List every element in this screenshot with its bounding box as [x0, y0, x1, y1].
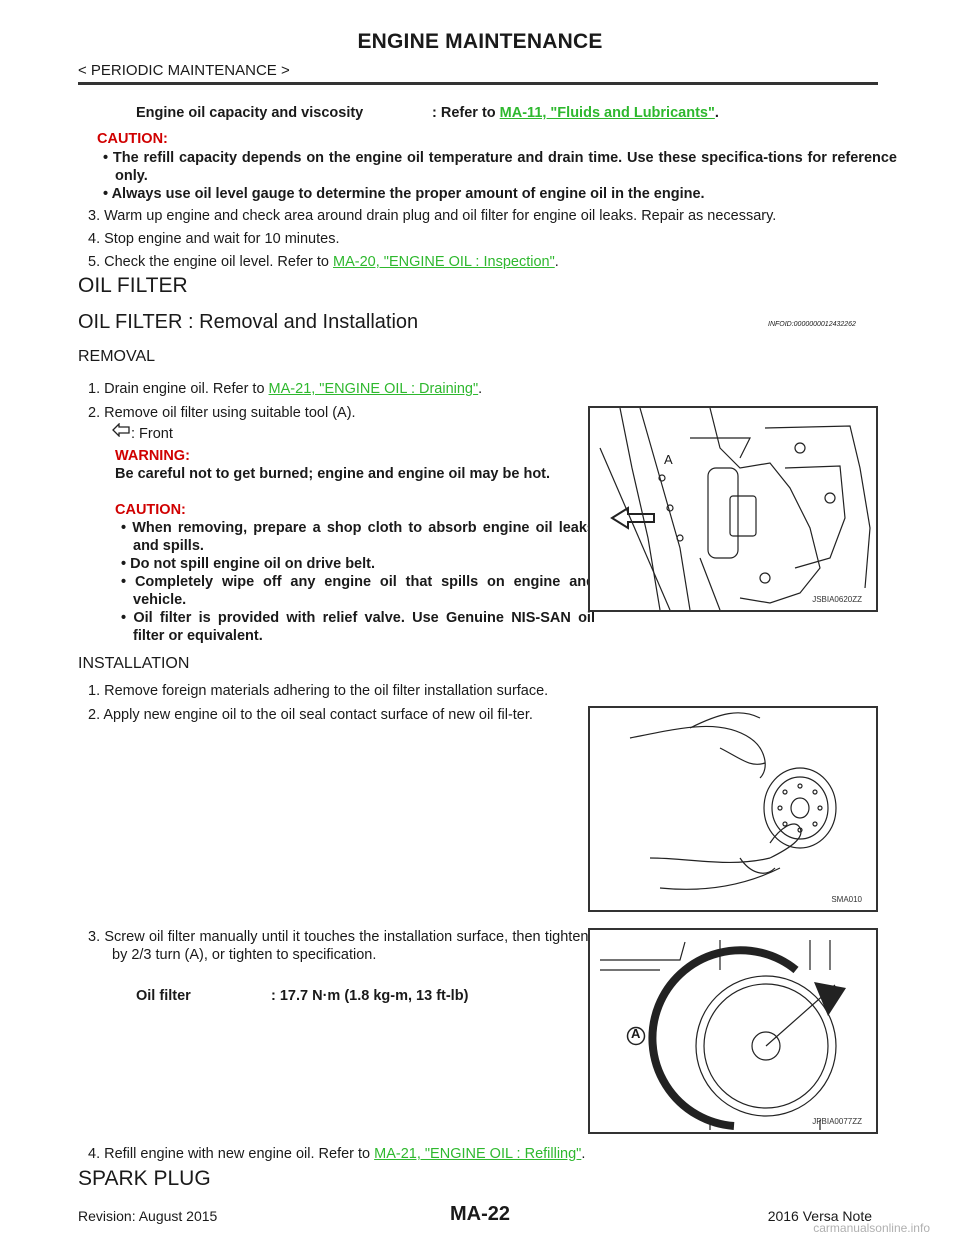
installation-step-4: 4. Refill engine with new engine oil. Re… — [88, 1145, 585, 1163]
installation-heading: INSTALLATION — [78, 655, 190, 672]
info-id: INFOID:0000000012432262 — [768, 321, 856, 328]
figure-oil-seal-application: SMA010 — [588, 706, 878, 912]
caution-title: CAUTION: — [97, 131, 168, 147]
installation-step-1: 1. Remove foreign materials adhering to … — [88, 683, 549, 699]
link-engine-oil-draining[interactable]: MA-21, "ENGINE OIL : Draining" — [268, 381, 479, 397]
front-label: : Front — [131, 426, 173, 442]
removal-caution-item: • Completely wipe off any engine oil tha… — [121, 574, 595, 608]
removal-step-1: 1. Drain engine oil. Refer to MA-21, "EN… — [88, 380, 482, 398]
spec-oil-capacity-label: Engine oil capacity and viscosity — [136, 105, 364, 121]
step-5-text: 5. Check the engine oil level. Refer to — [88, 254, 334, 270]
warning-text: Be careful not to get burned; engine and… — [115, 466, 551, 482]
step-3: 3. Warm up engine and check area around … — [88, 208, 777, 224]
link-fluids-lubricants[interactable]: MA-11, "Fluids and Lubricants" — [499, 105, 715, 121]
figure-label: JSBIA0620ZZ — [812, 595, 862, 604]
installation-step-4-text: 4. Refill engine with new engine oil. Re… — [88, 1146, 375, 1162]
installation-step-3: 3. Screw oil filter manually until it to… — [88, 929, 600, 963]
breadcrumb: < PERIODIC MAINTENANCE > — [78, 62, 290, 79]
footer-model: 2016 Versa Note — [767, 1208, 872, 1224]
removal-step-1-suffix: . — [478, 381, 483, 397]
removal-step-2: 2. Remove oil filter using suitable tool… — [88, 405, 356, 421]
footer-page-number: MA-22 — [449, 1203, 510, 1225]
removal-caution-item: • Oil filter is provided with relief val… — [121, 610, 595, 644]
callout-a-circle-icon — [626, 1026, 646, 1046]
spec-oil-capacity-value: : Refer to MA-11, "Fluids and Lubricants… — [432, 104, 719, 122]
caution-item: • Always use oil level gauge to determin… — [103, 186, 705, 202]
step-5-suffix: . — [554, 254, 559, 270]
caution-item: • The refill capacity depends on the eng… — [103, 150, 897, 184]
step-4: 4. Stop engine and wait for 10 minutes. — [88, 231, 340, 247]
installation-step-4-suffix: . — [581, 1146, 586, 1162]
removal-heading: REMOVAL — [78, 348, 156, 365]
spec-oil-capacity-suffix: . — [714, 105, 719, 121]
removal-caution-title: CAUTION: — [115, 502, 186, 518]
torque-value: : 17.7 N·m (1.8 kg-m, 13 ft-lb) — [271, 988, 469, 1004]
installation-step-2: 2. Apply new engine oil to the oil seal … — [88, 707, 533, 723]
removal-caution-item: • Do not spill engine oil on drive belt. — [121, 556, 376, 572]
hand-oil-filter-illustration — [629, 712, 837, 890]
section-heading-oil-filter: OIL FILTER — [78, 274, 188, 297]
link-engine-oil-inspection[interactable]: MA-20, "ENGINE OIL : Inspection" — [333, 254, 555, 270]
front-arrow-icon — [112, 423, 130, 437]
footer-revision: Revision: August 2015 — [78, 1208, 218, 1224]
spec-oil-capacity-prefix: : Refer to — [432, 105, 500, 121]
figure-callout-a: A — [631, 1026, 641, 1041]
watermark: carmanualsonline.info — [813, 1221, 930, 1235]
engine-oil-filter-illustration — [599, 407, 871, 611]
header-divider — [78, 82, 878, 85]
subsection-heading: OIL FILTER : Removal and Installation — [78, 311, 419, 333]
figure-label: SMA010 — [831, 895, 862, 904]
figure-oil-filter-removal: A JSBIA0620ZZ — [588, 406, 878, 612]
removal-step-1-text: 1. Drain engine oil. Refer to — [88, 381, 269, 397]
section-heading-spark-plug: SPARK PLUG — [78, 1167, 211, 1190]
link-engine-oil-refilling[interactable]: MA-21, "ENGINE OIL : Refilling" — [374, 1146, 582, 1162]
tighten-two-thirds-turn-illustration — [600, 940, 846, 1130]
page-title: ENGINE MAINTENANCE — [357, 30, 603, 53]
warning-title: WARNING: — [115, 448, 190, 464]
torque-label: Oil filter — [136, 988, 191, 1004]
figure-tighten-turn: A JPBIA0077ZZ — [588, 928, 878, 1134]
figure-label: JPBIA0077ZZ — [812, 1117, 862, 1126]
removal-caution-item: • When removing, prepare a shop cloth to… — [121, 520, 595, 554]
step-5: 5. Check the engine oil level. Refer to … — [88, 253, 559, 271]
figure-callout-a: A — [664, 452, 673, 467]
